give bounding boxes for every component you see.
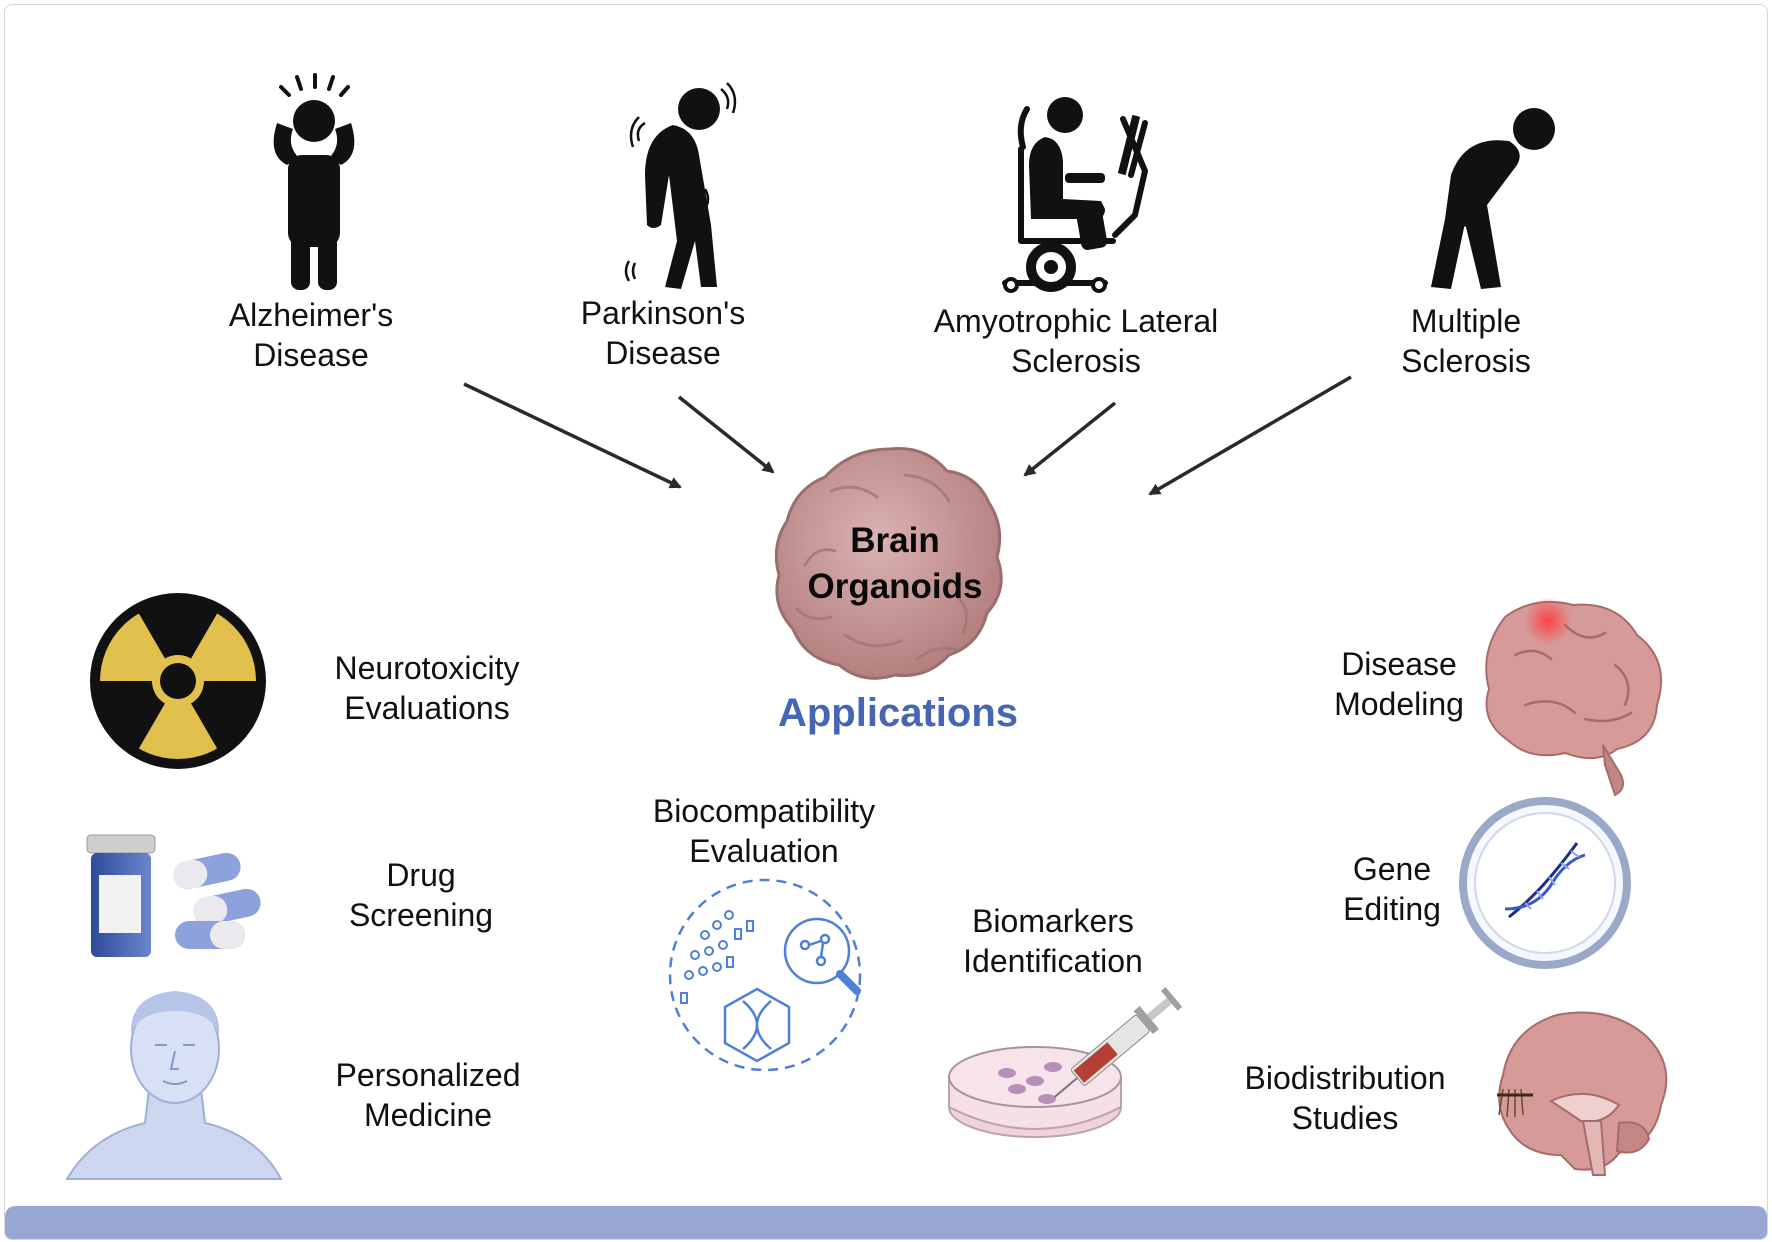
petri-dish-syringe-icon — [948, 986, 1183, 1138]
radiation-icon — [90, 593, 266, 769]
disease-arrows — [463, 375, 1352, 496]
label-disease-modeling-line1: Disease — [1341, 646, 1457, 682]
label-personalized-line1: Personalized — [335, 1057, 521, 1093]
pill-3 — [175, 921, 245, 949]
pill-2 — [193, 888, 261, 926]
brain-organoid-icon — [774, 446, 1003, 680]
label-drug-screening-line1: Drug — [386, 857, 456, 893]
label-alzheimers-line1: Alzheimer's — [228, 297, 394, 333]
label-disease-modeling-line2: Modeling — [1334, 686, 1464, 722]
label-als-line2: Sclerosis — [1011, 343, 1141, 379]
label-disease-modeling: Disease Modeling — [1334, 644, 1464, 724]
label-als-line1: Amyotrophic Lateral — [933, 303, 1219, 339]
center-title-line2: Organoids — [807, 567, 983, 606]
multiple-sclerosis-figure-icon — [1431, 108, 1555, 289]
parkinsons-figure-icon — [624, 82, 737, 289]
center-title: Brain Organoids — [807, 518, 982, 610]
label-parkinsons-line1: Parkinson's — [580, 295, 746, 331]
alzheimers-figure-icon — [273, 73, 355, 290]
label-biomarkers-line1: Biomarkers — [972, 903, 1134, 939]
label-parkinsons: Parkinson's Disease — [581, 293, 745, 373]
label-gene-editing-line2: Editing — [1343, 891, 1441, 927]
label-alzheimers-line2: Disease — [253, 337, 369, 373]
arrow-parkinsons — [677, 395, 775, 474]
bottom-bar — [5, 1206, 1767, 1239]
label-ms-line1: Multiple — [1410, 303, 1522, 339]
label-neurotoxicity-line1: Neurotoxicity — [334, 650, 520, 686]
gene-editing-dna-icon — [1459, 797, 1631, 969]
label-personalized-medicine: Personalized Medicine — [336, 1055, 521, 1135]
label-neurotoxicity-line2: Evaluations — [344, 690, 510, 726]
label-biomarkers-line2: Identification — [963, 943, 1143, 979]
label-alzheimers: Alzheimer's Disease — [229, 295, 393, 375]
label-gene-editing-line1: Gene — [1352, 851, 1432, 887]
label-biodistribution-line2: Studies — [1291, 1100, 1399, 1136]
pill-1 — [173, 852, 241, 890]
diagram-frame: Alzheimer's Disease Parkinson's Disease … — [4, 4, 1768, 1240]
brain-disease-icon — [1485, 597, 1663, 797]
label-biomarkers: Biomarkers Identification — [963, 901, 1143, 981]
drug-bottle-pills-icon — [86, 834, 261, 957]
label-ms-line2: Sclerosis — [1401, 343, 1531, 379]
brain-sagittal-icon — [1497, 1011, 1668, 1176]
label-neurotoxicity: Neurotoxicity Evaluations — [335, 648, 520, 728]
label-parkinsons-line2: Disease — [605, 335, 721, 371]
label-als: Amyotrophic Lateral Sclerosis — [934, 301, 1219, 381]
label-biocompatibility-line1: Biocompatibility — [652, 793, 876, 829]
center-title-line1: Brain — [850, 521, 940, 560]
als-wheelchair-icon — [1002, 97, 1148, 293]
label-drug-screening: Drug Screening — [349, 855, 493, 935]
label-drug-screening-line2: Screening — [348, 897, 494, 933]
diagram-graphics — [65, 73, 1668, 1180]
label-personalized-line2: Medicine — [363, 1097, 493, 1133]
applications-title: Applications — [777, 691, 1019, 735]
label-biodistribution-line1: Biodistribution — [1244, 1060, 1446, 1096]
label-biocompatibility: Biocompatibility Evaluation — [653, 791, 875, 871]
label-multiple-sclerosis: Multiple Sclerosis — [1401, 301, 1531, 381]
arrow-alzheimers — [463, 382, 682, 489]
label-biocompatibility-line2: Evaluation — [689, 833, 839, 869]
label-biodistribution: Biodistribution Studies — [1245, 1058, 1446, 1138]
arrow-als — [1023, 401, 1117, 477]
label-gene-editing: Gene Editing — [1343, 849, 1441, 929]
biocompatibility-icon — [668, 878, 862, 1072]
person-bust-icon — [65, 991, 283, 1180]
arrow-multiple-sclerosis — [1148, 375, 1352, 496]
